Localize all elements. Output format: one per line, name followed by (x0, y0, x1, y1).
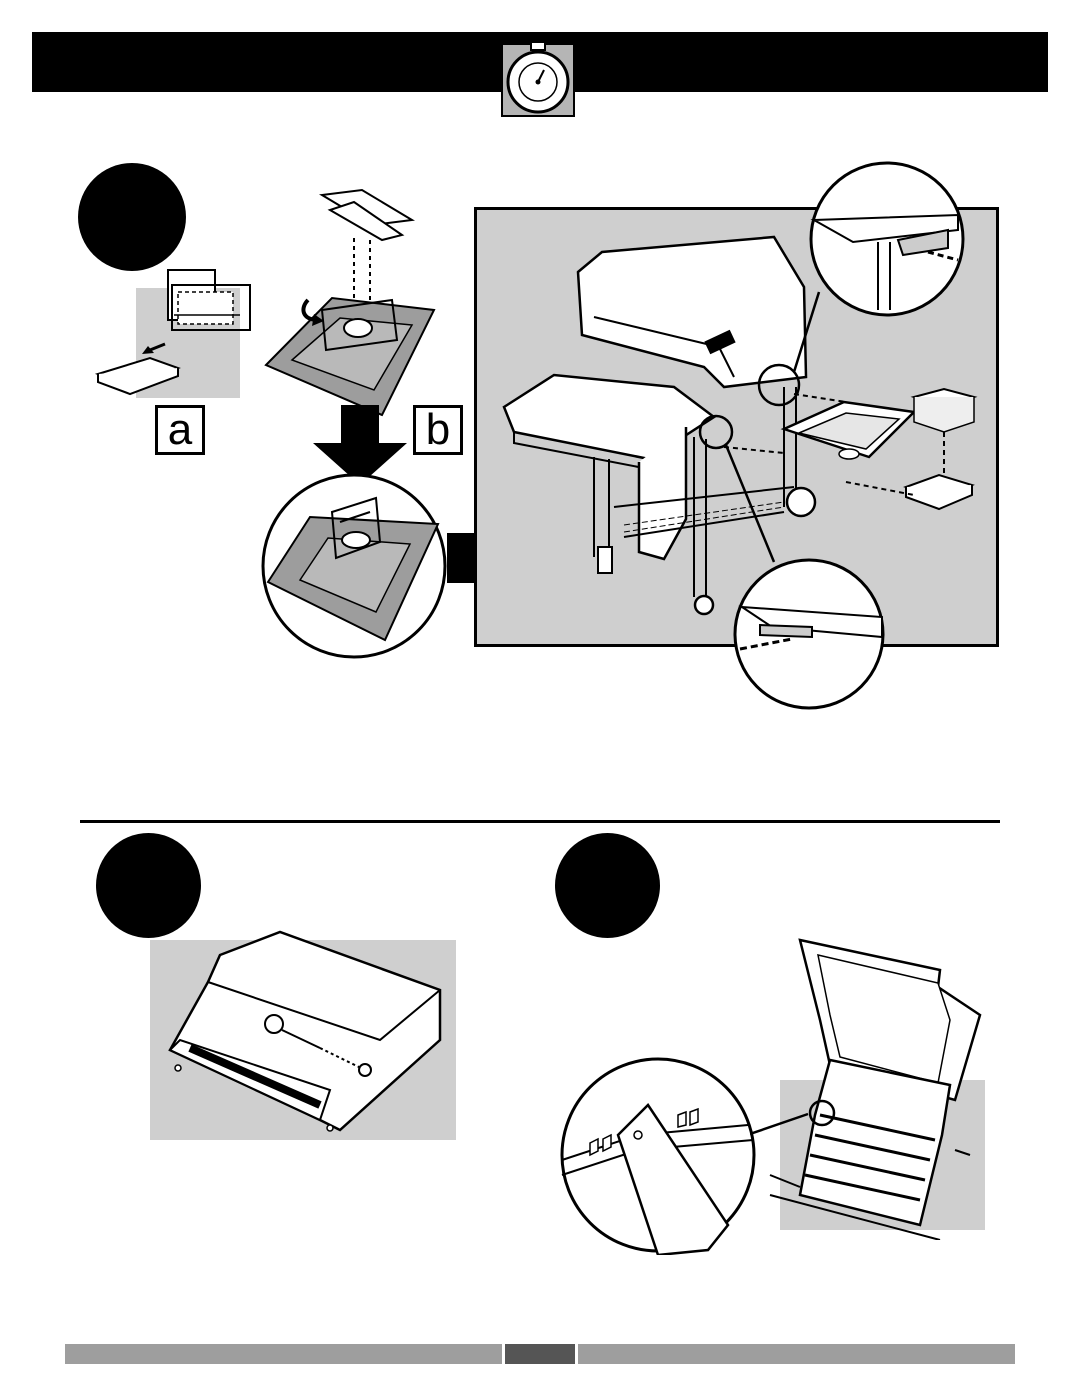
panel-label-a: a (155, 405, 205, 455)
footer-page-box (505, 1344, 575, 1364)
detail-zoom-bottom (732, 557, 886, 711)
step-3-zoom-connector (750, 1112, 810, 1137)
step-1-marker (78, 163, 186, 271)
step-3-detail-zoom (558, 1055, 758, 1255)
step-2-lid-illustration (150, 930, 456, 1140)
panel-label-b: b (413, 405, 463, 455)
step-1-panel-a-illustration (90, 260, 260, 400)
step-3-marker (555, 833, 660, 938)
footer-bar-left (65, 1344, 502, 1364)
step-2-marker (96, 833, 201, 938)
footer-bar-right (578, 1344, 1015, 1364)
step-3-grill-open-illustration (760, 935, 985, 1240)
stopwatch-icon (500, 40, 576, 118)
assembled-pan-zoom (260, 472, 448, 660)
section-divider (80, 820, 1000, 823)
detail-zoom-top (808, 160, 966, 318)
step-1-panel-b-illustration (262, 180, 448, 420)
down-arrow-icon (305, 405, 415, 485)
